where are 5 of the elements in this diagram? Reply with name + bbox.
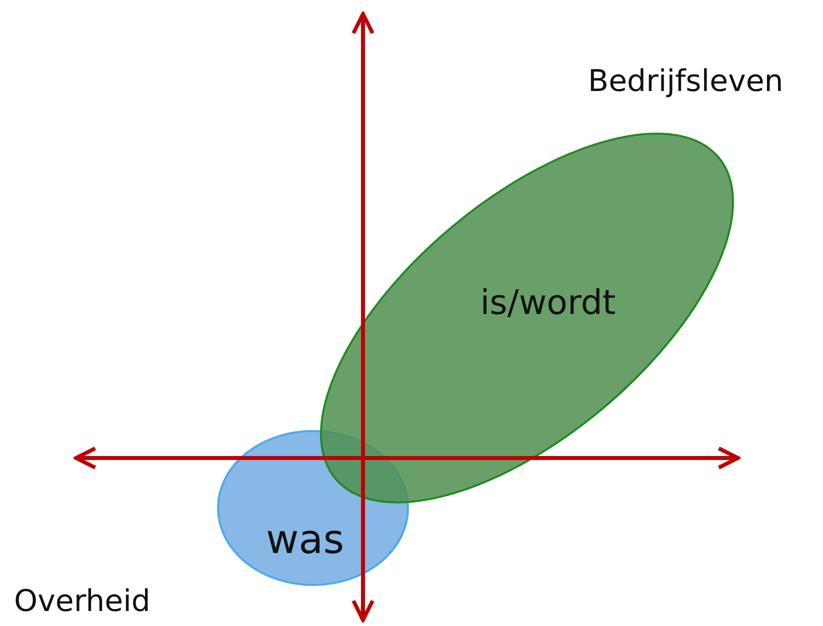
- ellipse: [321, 133, 733, 503]
- axis-label: Bedrijfsleven: [588, 64, 784, 99]
- axis-label: Overheid: [14, 584, 150, 619]
- ellipse-label: is/wordt: [480, 283, 616, 323]
- ellipse-label: was: [266, 517, 344, 563]
